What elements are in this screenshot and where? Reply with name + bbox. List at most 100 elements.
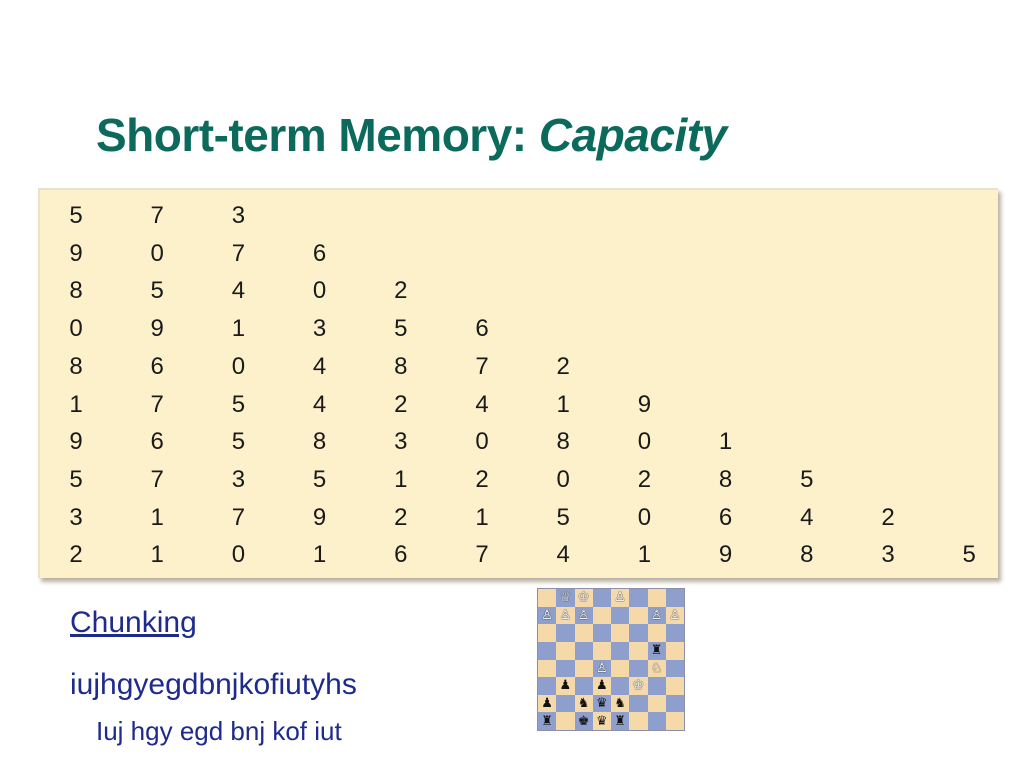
chess-square bbox=[647, 712, 666, 730]
chess-piece: ♔ bbox=[632, 678, 645, 694]
chess-square: ♙ bbox=[538, 606, 557, 625]
digit-cell: 9 bbox=[150, 315, 164, 343]
digit-cell: 5 bbox=[962, 541, 976, 569]
chess-piece: ♙ bbox=[559, 607, 572, 623]
digit-cell: 2 bbox=[881, 503, 895, 531]
title-italic-text: Capacity bbox=[538, 109, 727, 161]
digit-cell: 5 bbox=[394, 315, 408, 343]
digit-cell: 4 bbox=[800, 503, 814, 531]
chess-square: ♞ bbox=[574, 694, 593, 713]
chess-square bbox=[538, 624, 557, 642]
digit-cell: 6 bbox=[718, 503, 733, 531]
digit-cell: 1 bbox=[637, 541, 652, 569]
chess-square: ♙ bbox=[574, 606, 593, 625]
chess-square bbox=[629, 694, 648, 713]
digit-cell: 7 bbox=[475, 541, 489, 569]
digit-cell: 6 bbox=[394, 541, 408, 569]
digit-cell: 5 bbox=[150, 277, 164, 305]
chess-square: ♘ bbox=[647, 659, 666, 678]
digit-cell: 5 bbox=[312, 465, 327, 493]
chess-piece: ♜ bbox=[541, 713, 553, 729]
chess-square bbox=[538, 677, 557, 695]
title-main-text: Short-term Memory: bbox=[96, 109, 539, 161]
digit-cell: 8 bbox=[312, 428, 327, 456]
digit-cell: 8 bbox=[800, 541, 814, 569]
slide-title: Short-term Memory: Capacity bbox=[96, 108, 727, 162]
chess-board-image: ♕♔♙♙♙♙♙♙♜♙♘♟♟♔♟♞♛♞♜♚♛♜ bbox=[537, 588, 685, 731]
chess-square bbox=[665, 589, 684, 607]
digit-cell: 9 bbox=[69, 239, 83, 267]
digit-cell: 6 bbox=[312, 239, 327, 267]
chess-square: ♙ bbox=[647, 606, 666, 625]
digit-cell: 9 bbox=[69, 428, 83, 456]
digit-cell: 7 bbox=[231, 239, 246, 267]
digit-cell: 1 bbox=[312, 541, 327, 569]
digit-cell: 1 bbox=[231, 315, 246, 343]
digit-cell: 8 bbox=[69, 352, 83, 380]
chess-square bbox=[665, 641, 684, 660]
digit-cell: 9 bbox=[718, 541, 733, 569]
digit-cell: 1 bbox=[556, 390, 570, 418]
digit-cell: 1 bbox=[150, 541, 164, 569]
digit-cell: 1 bbox=[69, 390, 83, 418]
chunked-letter-string: Iuj hgy egd bnj kof iut bbox=[96, 716, 342, 746]
letter-string: iujhgyegdbnjkofiutyhs bbox=[70, 668, 357, 701]
digit-cell: 0 bbox=[150, 239, 164, 267]
chess-piece: ♙ bbox=[596, 660, 608, 676]
chess-square: ♚ bbox=[574, 712, 593, 730]
digit-cell: 0 bbox=[231, 352, 246, 380]
chess-square bbox=[629, 589, 648, 607]
chess-square bbox=[592, 606, 611, 625]
chess-square: ♙ bbox=[556, 606, 575, 625]
chess-square bbox=[647, 677, 666, 695]
digit-cell: 4 bbox=[556, 541, 570, 569]
digit-cell: 3 bbox=[881, 541, 895, 569]
chess-square: ♜ bbox=[647, 641, 666, 660]
digit-cell: 1 bbox=[394, 465, 408, 493]
chess-piece: ♕ bbox=[559, 590, 572, 606]
digit-cell: 8 bbox=[718, 465, 733, 493]
digit-cell: 4 bbox=[312, 352, 327, 380]
chess-square bbox=[538, 659, 557, 678]
chess-square bbox=[647, 589, 666, 607]
digit-cell: 5 bbox=[800, 465, 814, 493]
digit-cell: 2 bbox=[475, 465, 489, 493]
chess-piece: ♞ bbox=[614, 696, 626, 712]
digit-cell: 3 bbox=[231, 202, 246, 229]
chess-square bbox=[611, 606, 630, 625]
digit-cell: 3 bbox=[312, 315, 327, 343]
chess-piece: ♚ bbox=[577, 713, 590, 729]
chess-piece: ♙ bbox=[614, 590, 626, 606]
digit-cell: 9 bbox=[312, 503, 327, 531]
digit-cell: 3 bbox=[231, 465, 246, 493]
digit-cell: 6 bbox=[150, 428, 164, 456]
chunking-link[interactable]: Chunking bbox=[70, 606, 197, 639]
chess-square bbox=[629, 641, 648, 660]
chess-square: ♙ bbox=[665, 606, 684, 625]
digit-cell: 0 bbox=[312, 277, 327, 305]
digit-cell: 1 bbox=[475, 503, 489, 531]
chess-square: ♙ bbox=[611, 589, 630, 607]
digit-cell: 3 bbox=[69, 503, 83, 531]
digit-cell: 6 bbox=[475, 315, 489, 343]
chess-square bbox=[574, 641, 593, 660]
chess-square bbox=[629, 712, 648, 730]
chess-square bbox=[629, 659, 648, 678]
digit-cell: 0 bbox=[637, 428, 652, 456]
chess-piece: ♟ bbox=[596, 678, 608, 694]
chess-piece: ♙ bbox=[541, 607, 553, 623]
digit-cell: 1 bbox=[718, 428, 733, 456]
digit-row: 9 0 7 6 bbox=[40, 236, 998, 272]
chess-square: ♔ bbox=[574, 589, 593, 607]
chess-square bbox=[574, 624, 593, 642]
chess-piece: ♙ bbox=[669, 607, 681, 623]
chess-piece: ♔ bbox=[577, 590, 590, 606]
digit-cell: 7 bbox=[475, 352, 489, 380]
